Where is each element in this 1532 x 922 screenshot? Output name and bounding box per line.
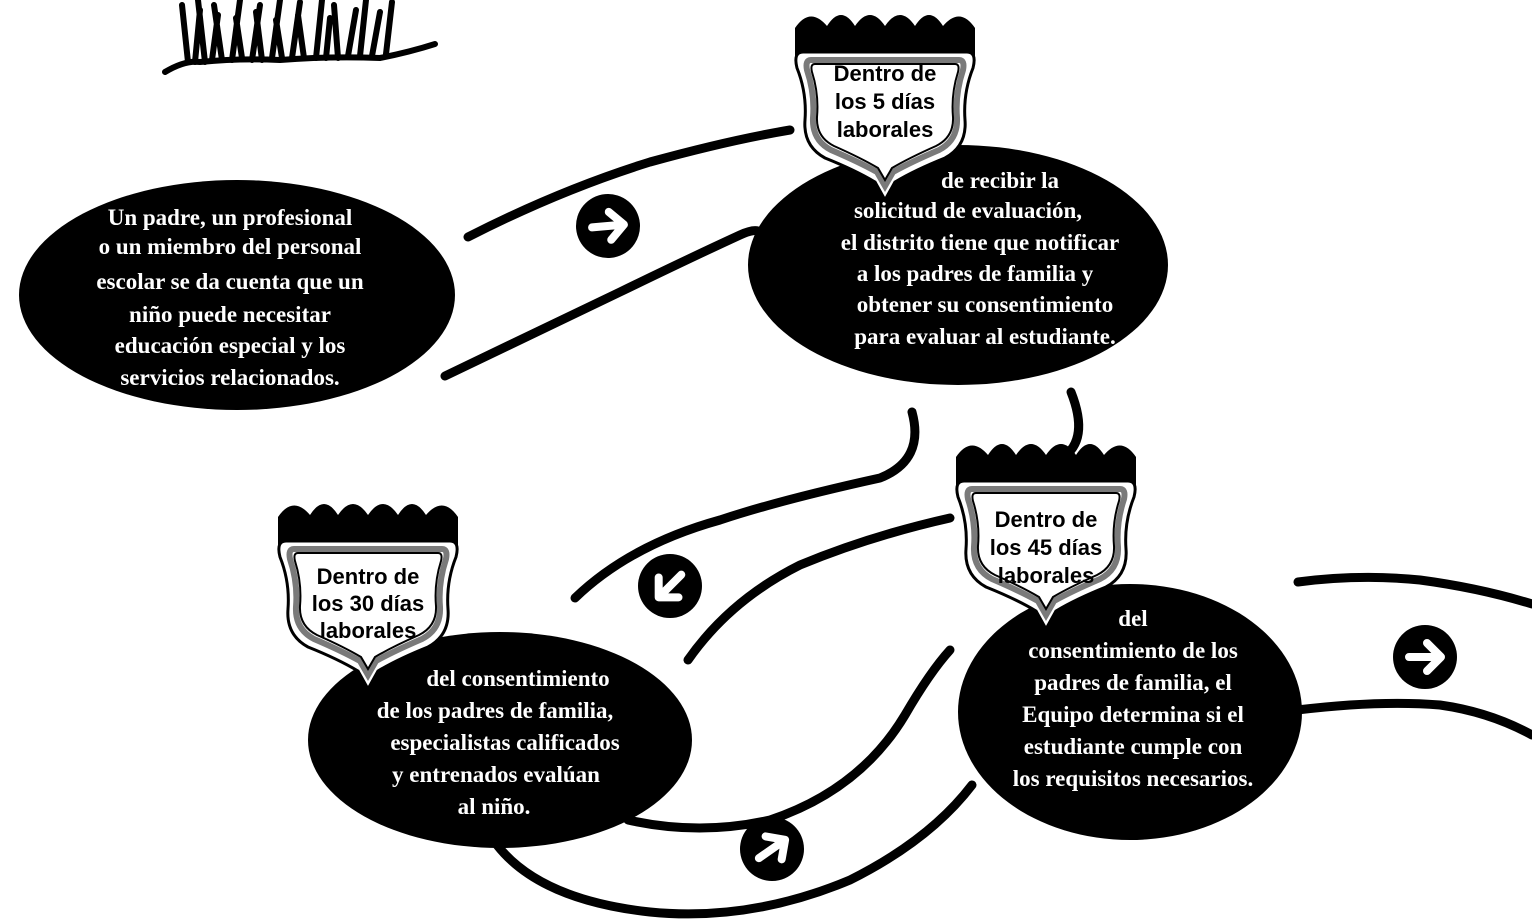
- sign-45-days-line: laborales: [998, 563, 1095, 588]
- step2-line: de recibir la: [941, 168, 1059, 193]
- step4-line: padres de familia, el: [1034, 670, 1232, 695]
- step4-bubble: del consentimiento de los padres de fami…: [958, 584, 1302, 840]
- sign-5-days: Dentro de los 5 días laborales: [795, 15, 975, 200]
- step3-line: del consentimiento: [426, 666, 609, 691]
- step2-line: para evaluar al estudiante.: [854, 324, 1116, 349]
- sign-45-days: Dentro de los 45 días laborales: [956, 444, 1136, 629]
- grass-icon: [162, 0, 438, 75]
- step2-line: el distrito tiene que notificar: [841, 230, 1120, 255]
- step3-line: especialistas calificados: [390, 730, 619, 755]
- sign-5-days-line: los 5 días: [835, 89, 935, 114]
- step1-line: niño puede necesitar: [129, 302, 331, 327]
- step4-line: del: [1118, 606, 1147, 631]
- step3-line: de los padres de familia,: [377, 698, 614, 723]
- sign-5-days-line: laborales: [837, 117, 934, 142]
- step3-line: al niño.: [458, 794, 531, 819]
- step2-line: a los padres de familia y: [857, 261, 1094, 286]
- sign-5-days-line: Dentro de: [834, 61, 937, 86]
- step1-line: escolar se da cuenta que un: [96, 269, 363, 294]
- arrow-up-right-icon: [727, 804, 816, 893]
- sign-30-days-line: laborales: [320, 618, 417, 643]
- sign-30-days-line: los 30 días: [312, 591, 425, 616]
- step4-line: los requisitos necesarios.: [1013, 766, 1253, 791]
- arrow-right-icon-2: [1393, 625, 1457, 689]
- step2-line: obtener su consentimiento: [857, 292, 1113, 317]
- sign-45-days-line: Dentro de: [995, 507, 1098, 532]
- step1-line: educación especial y los: [115, 333, 346, 358]
- step1-line: Un padre, un profesional: [108, 205, 353, 230]
- step4-line: consentimiento de los: [1028, 638, 1238, 663]
- step1-bubble: Un padre, un profesional o un miembro de…: [19, 180, 455, 410]
- sign-30-days: Dentro de los 30 días laborales: [278, 504, 458, 689]
- step3-bubble: del consentimiento de los padres de fami…: [308, 632, 692, 848]
- step1-line: servicios relacionados.: [120, 365, 339, 390]
- road-segments: [440, 125, 1532, 919]
- step1-line: o un miembro del personal: [99, 234, 362, 259]
- arrow-right-icon: [573, 191, 642, 260]
- sign-45-days-line: los 45 días: [990, 535, 1103, 560]
- step3-line: y entrenados evalúan: [392, 762, 600, 787]
- step2-bubble: de recibir la solicitud de evaluación, e…: [748, 145, 1168, 385]
- step4-line: Equipo determina si el: [1022, 702, 1244, 727]
- sign-30-days-line: Dentro de: [317, 564, 420, 589]
- step2-line: solicitud de evaluación,: [854, 198, 1082, 223]
- step4-line: estudiante cumple con: [1024, 734, 1243, 759]
